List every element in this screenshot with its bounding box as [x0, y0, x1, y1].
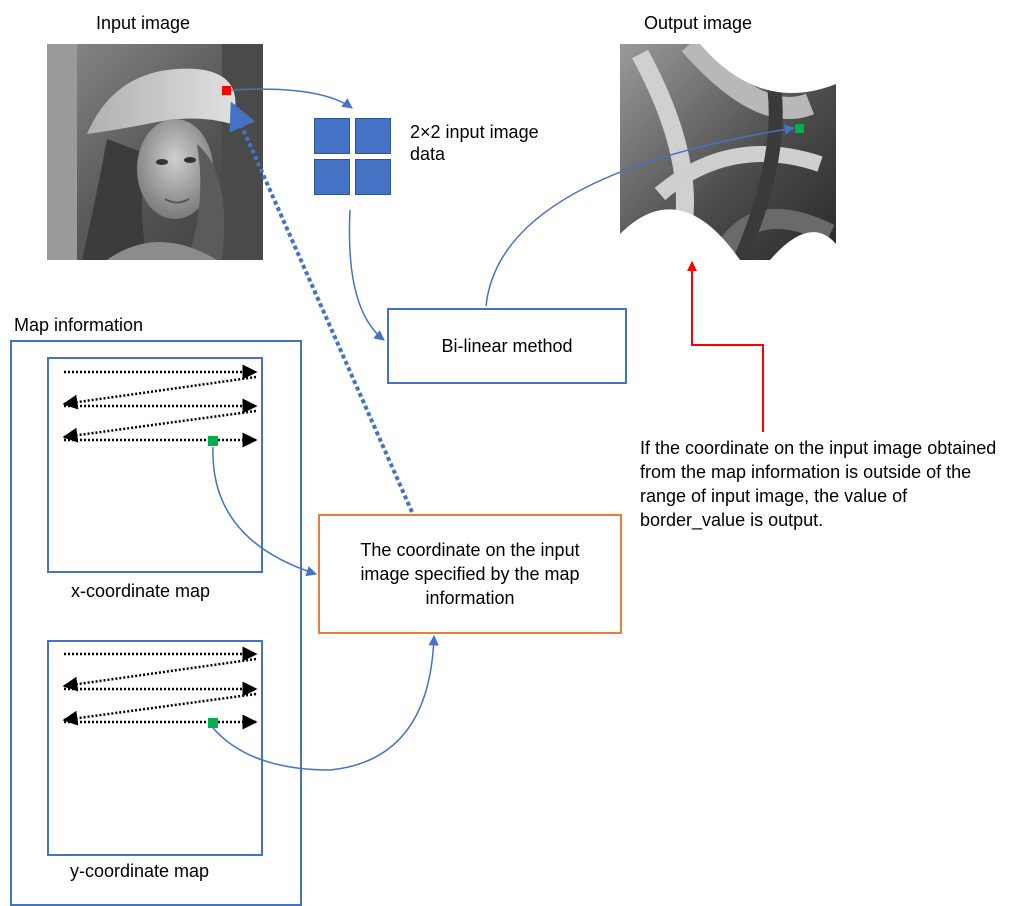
map-information-title: Map information — [14, 315, 144, 335]
x-map-label: x-coordinate map — [71, 581, 211, 601]
y-map-green-marker — [208, 718, 218, 728]
input-data-grid — [314, 118, 396, 200]
input-pixel-marker — [222, 86, 231, 95]
bilinear-label: Bi-linear method — [441, 336, 573, 356]
border-note: If the coordinate on the input image obt… — [640, 438, 997, 530]
grid-cell — [355, 118, 391, 154]
x-map-scan-lines — [62, 364, 258, 448]
bilinear-box: Bi-linear method — [387, 308, 627, 384]
output-image — [620, 44, 836, 260]
arrow-grid-to-bilinear — [348, 209, 385, 341]
arrow-ymap-to-coordinate — [212, 634, 439, 771]
dashed-arrow-coordinate-to-pixel — [229, 101, 414, 513]
coordinate-box: The coordinate on the input image specif… — [318, 514, 622, 634]
arrow-pixel-to-grid — [230, 88, 353, 109]
output-image-title: Output image — [644, 13, 753, 33]
y-map-scan-lines — [62, 646, 258, 730]
red-arrow-border — [687, 261, 764, 432]
arrow-bilinear-to-output — [485, 124, 796, 307]
grid-cell — [355, 159, 391, 195]
output-pixel-marker — [795, 124, 804, 133]
input-image-title: Input image — [96, 13, 191, 33]
arrow-xmap-to-coordinate — [212, 446, 317, 577]
y-coordinate-map-box — [47, 640, 263, 856]
x-map-green-marker — [208, 436, 218, 446]
y-map-label: y-coordinate map — [70, 861, 210, 881]
grid-cell — [314, 118, 350, 154]
input-image — [47, 44, 263, 260]
grid-cell — [314, 159, 350, 195]
x-coordinate-map-box — [47, 357, 263, 573]
coordinate-box-label: The coordinate on the input image specif… — [360, 540, 580, 608]
input-data-label: 2×2 input image data — [410, 122, 539, 164]
